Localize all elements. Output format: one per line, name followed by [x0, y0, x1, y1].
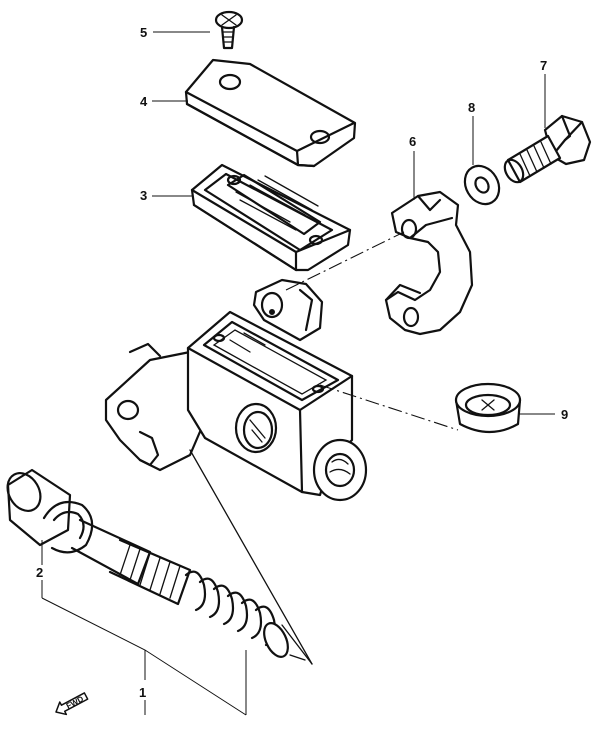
callout-2: 2	[36, 565, 43, 580]
leader-lines	[41, 31, 555, 716]
screw-part	[214, 10, 244, 50]
callout-5: 5	[140, 25, 147, 40]
washer-part	[463, 164, 501, 206]
piston-spring-assembly	[6, 468, 289, 658]
reservoir-cup-part	[454, 382, 522, 434]
bolt-part	[503, 114, 592, 184]
alignment-lines	[189, 231, 459, 665]
callout-6: 6	[409, 134, 416, 149]
callout-1: 1	[139, 685, 146, 700]
clamp-part	[384, 190, 474, 336]
callout-7: 7	[540, 58, 547, 73]
forward-arrow-icon: FWD	[55, 692, 89, 716]
diaphragm-part	[190, 163, 352, 272]
callout-3: 3	[140, 188, 147, 203]
callout-4: 4	[140, 94, 148, 109]
callout-8: 8	[468, 100, 475, 115]
master-cylinder-body	[104, 278, 368, 502]
callouts: 1 2 3 4 5 6 7 8 9	[36, 25, 568, 700]
callout-9: 9	[561, 407, 568, 422]
reservoir-cap-part	[184, 58, 357, 168]
